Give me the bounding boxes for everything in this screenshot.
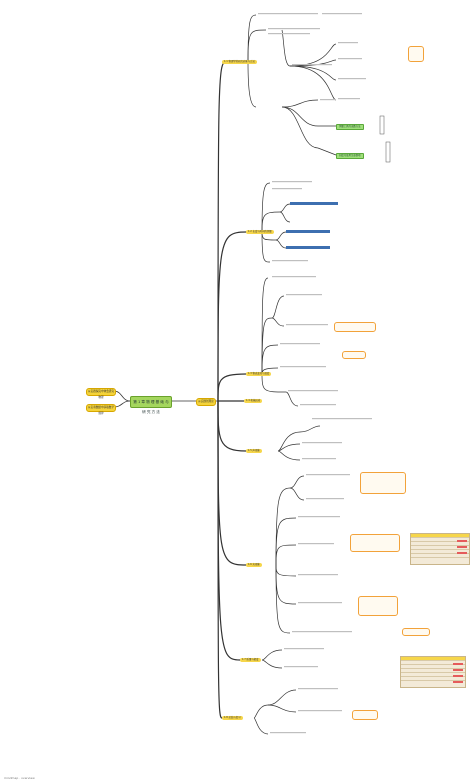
blue-bar [286,230,330,233]
note-box [350,534,400,552]
connector [113,400,131,408]
left-branch-data[interactable]: 从实验数据中获取数学规律 [86,404,116,415]
note-box [358,596,398,616]
data-table-image [400,656,466,688]
section-7[interactable]: 1.7 质量与密度 [240,658,261,662]
note-box [402,628,430,636]
footer-label: mindmap · overview [4,776,35,780]
green-tag-ruler[interactable]: 刻度尺使用注意事项 [336,153,364,159]
section-3[interactable]: 1.3 物态变化与温度 [246,372,272,376]
section-2[interactable]: 1.2 长度与时间的测量 [246,230,274,234]
note-box [408,46,424,62]
note-box [352,710,378,720]
trunk-connectors [217,61,247,719]
hub-node[interactable]: 从实践到理论 [196,398,216,406]
connector [113,390,131,402]
root-node[interactable]: 第 1 章 物 理 基 础 与 研 究 方 法 [130,396,172,414]
data-table-image [410,533,470,565]
note-box [334,322,376,332]
note-box [342,351,366,359]
section-5[interactable]: 1.5 声现象 [246,449,262,453]
green-tag-reading[interactable]: 测量工具的读数方法 [336,124,364,130]
note-box [360,472,406,494]
thermometer-sketch [379,115,391,163]
text-line-placeholders [258,13,372,734]
section-1[interactable]: 1.1 物理学的研究对象与方法 [222,60,257,64]
section-8[interactable]: 1.8 总结与复习 [222,716,243,720]
blue-bar [286,246,330,249]
section-6[interactable]: 1.6 光现象 [246,563,262,567]
blue-bar [290,202,338,205]
section-4[interactable]: 1.4 机械运动 [244,399,263,403]
left-branch-practice[interactable]: 从实践探究中体会研究物理 [86,388,116,399]
